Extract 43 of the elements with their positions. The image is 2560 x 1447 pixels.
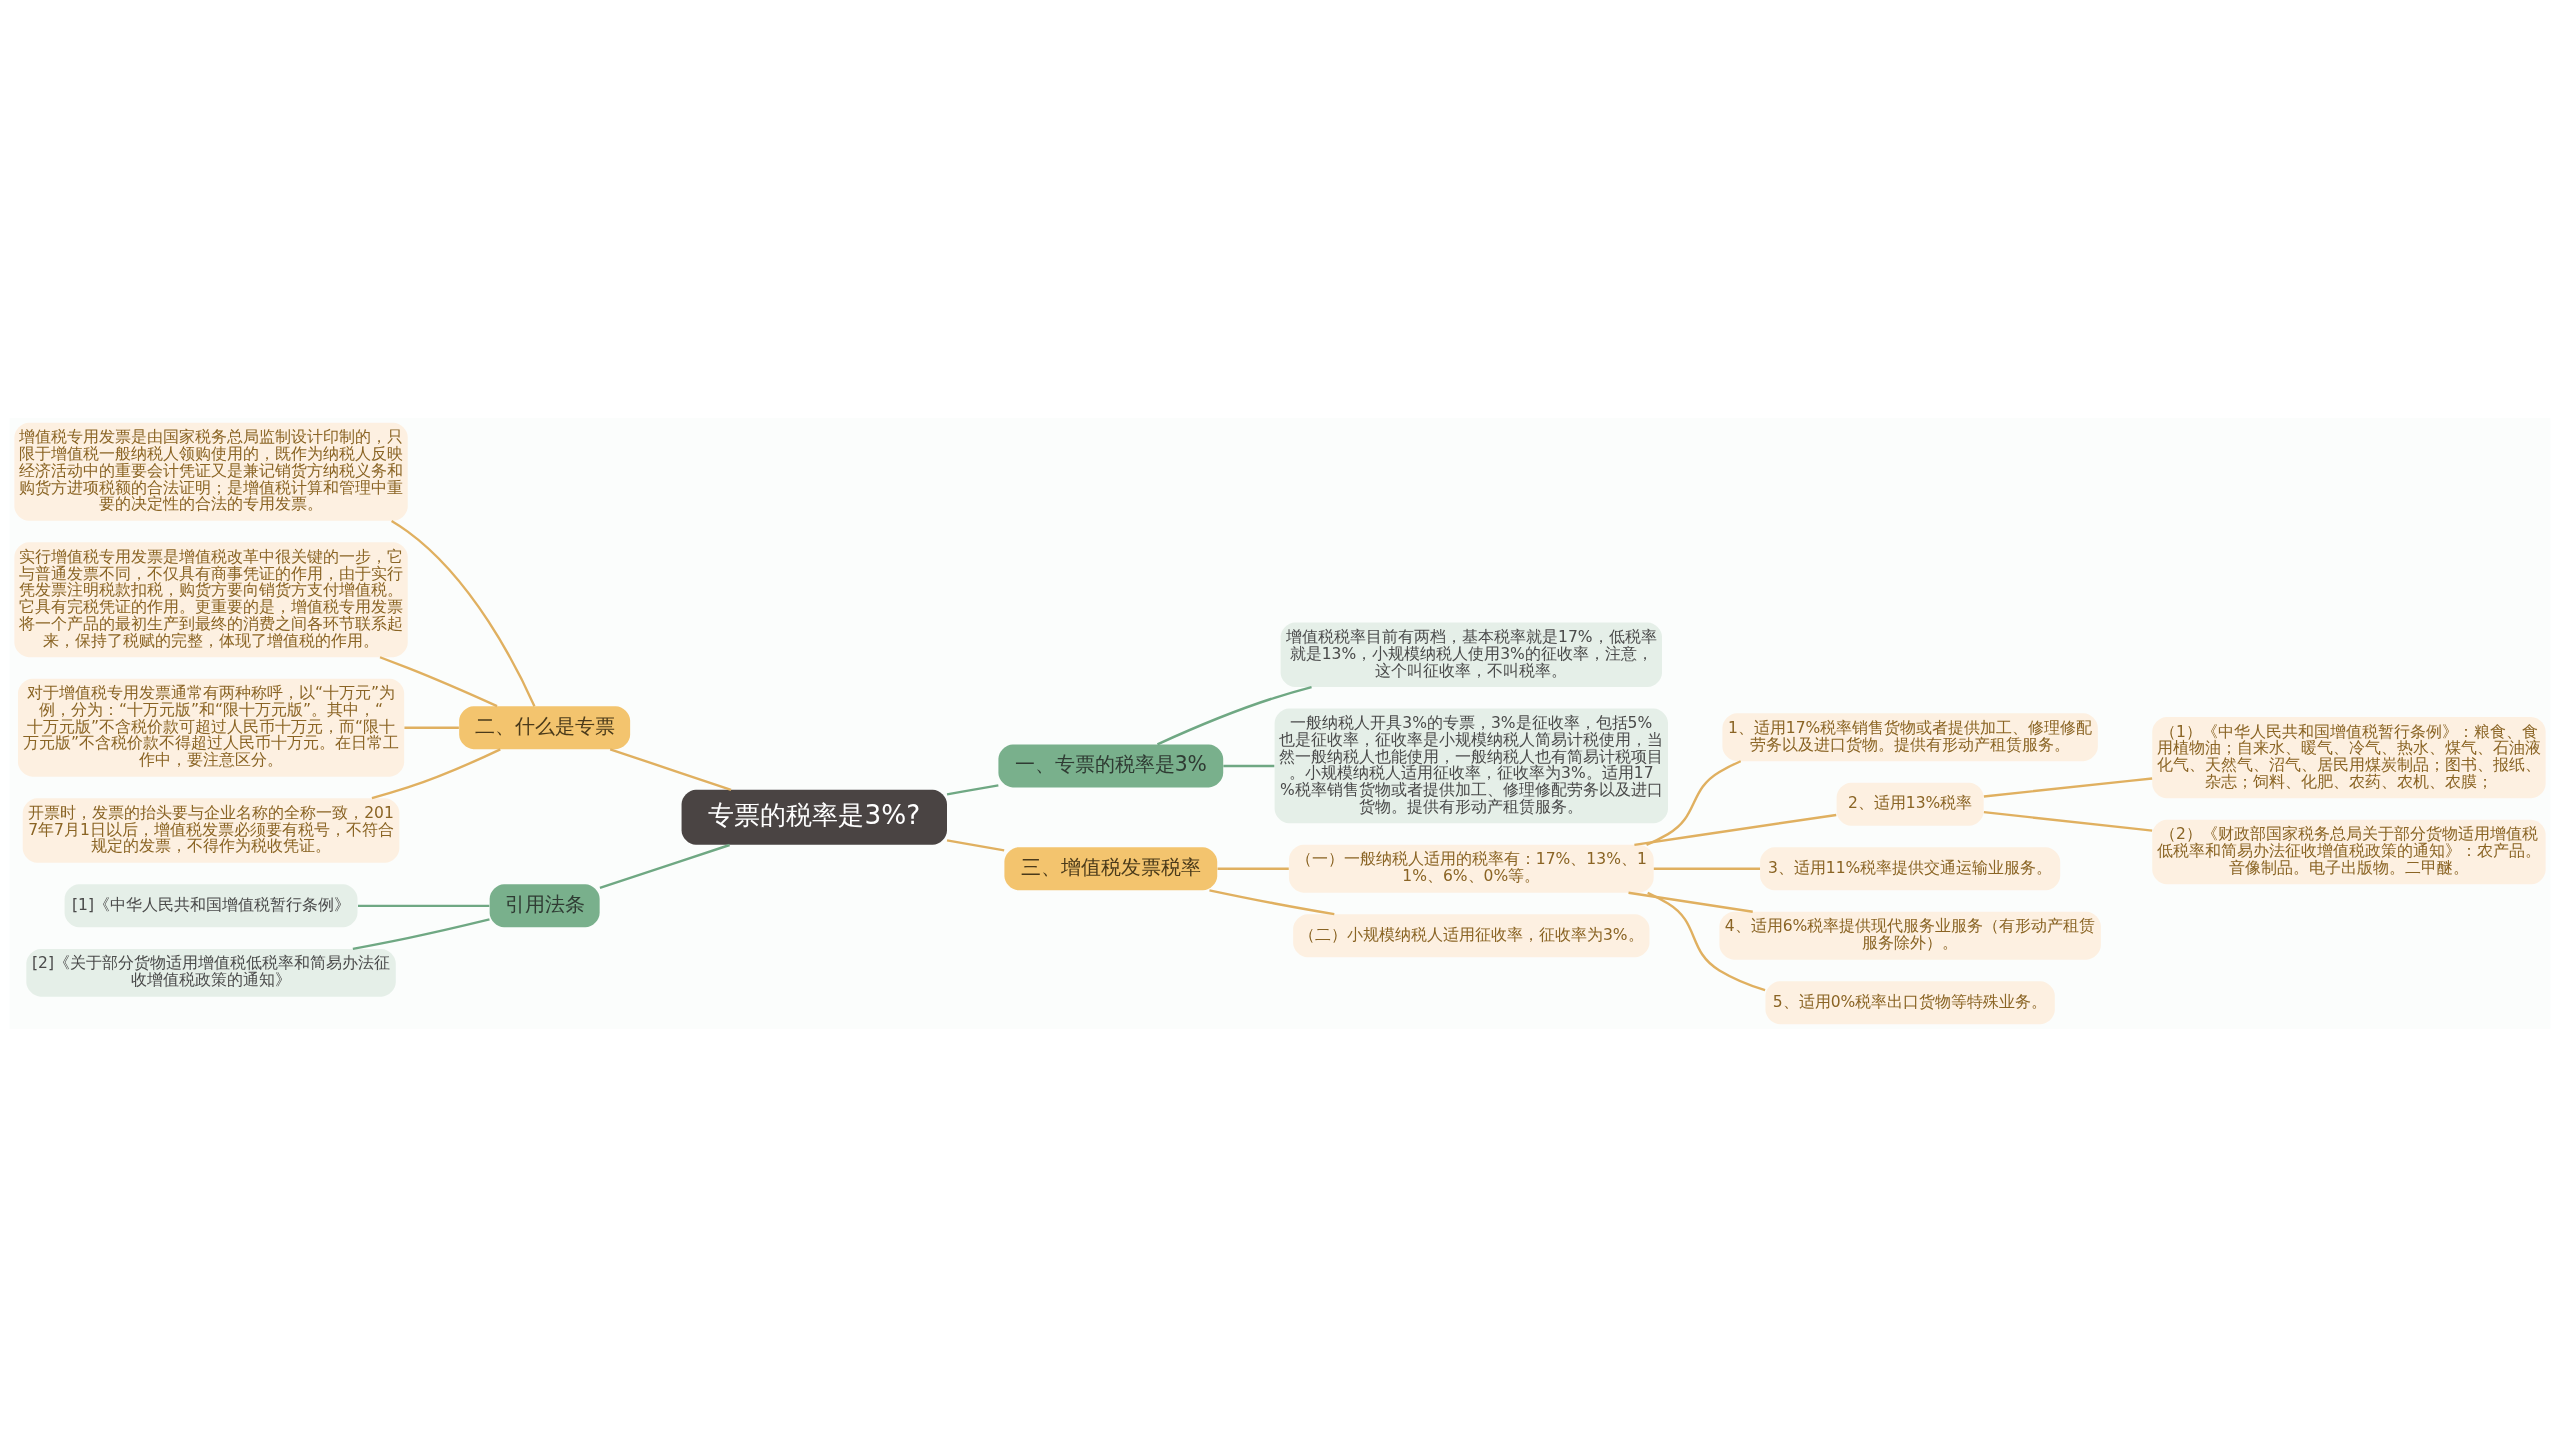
connector [1209,889,1335,916]
node-box: [1]《中华人民共和国增值税暂行条例》 [64,884,358,928]
node-box: 3、适用11%税率提供交通运输业服务。 [1760,847,2061,891]
connector [1223,764,1275,768]
connector [946,784,999,796]
node-box: 实行增值税专用发票是增值税改革中很关键的一步，它与普通发票不同，不仅具有商事凭证的作用，由于实行凭发票注明税款扣税，购货方要向销货方支付增值税。它具有完税凭证的作用。更重要的是，增值税专用发票将一个产品的最初生产到最终的消费之间各环节联系起来，保持了税赋的完整，体现了增值税的作用。 [14,542,408,658]
node-box: 2、适用13%税率 [1836,782,1984,826]
node-box: 4、适用6%税率提供现代服务业服务（有形动产租赁服务除外）。 [1719,911,2101,960]
connector [379,656,498,708]
connector [358,904,490,908]
node-box: 专票的税率是3%? [681,789,947,845]
node-box: 5、适用0%税率出口货物等特殊业务。 [1765,981,2055,1025]
connector [609,748,732,791]
node-box: （二）小规模纳税人适用征收率，征收率为3%。 [1293,914,1650,958]
node-box: 引用法条 [489,884,600,928]
connector [352,918,490,951]
node-box: 一般纳税人开具3%的专票，3%是征收率，包括5%也是征收率，征收率是小规模纳税人简易计税使用，当然一般纳税人也能使用，一般纳税人也有简易计税项目。小规模纳税人适用征收率，征收率为3%。适用17%税率销售货物或者提供加工、修理修配劳务以及进口货物。提供有形动产租赁服务。 [1274,708,1668,824]
connector [371,748,501,800]
node-box: （一）一般纳税人适用的税率有：17%、13%、11%、6%、0%等。 [1288,844,1654,893]
connector [1628,891,1753,913]
node-box: 一、专票的税率是3% [998,744,1224,788]
connector [946,839,1005,852]
node-box: （2）《财政部国家税务总局关于部分货物适用增值税低税率和简易办法征收增值税政策的通知》：农产品。音像制品。电子出版物。二甲醚。 [2152,819,2546,885]
node-box: [2]《关于部分货物适用增值税低税率和简易办法征收增值税政策的通知》 [26,948,396,997]
node-box: 开票时，发票的抬头要与企业名称的全称一致，2017年7月1日以后，增值税发票必须要有税号，不符合规定的发票，不得作为税收凭证。 [22,798,400,863]
connector [1983,777,2153,798]
node-box: （1）《中华人民共和国增值税暂行条例》：粮食、食用植物油；自来水、暖气、冷气、热水、煤气、石油液化气、天然气、沼气、居民用煤炭制品；图书、报纸、杂志；饲料、化肥、农药、农机、农膜； [2152,716,2546,799]
node-box: 增值税专用发票是由国家税务总局监制设计印制的，只限于增值税一般纳税人领购使用的，既作为纳税人反映经济活动中的重要会计凭证又是兼记销货方纳税义务和购货方进项税额的合法证明；是增值税计算和管理中重要的决定性的合法的专用发票。 [14,422,408,521]
connector [1983,810,2153,832]
node-box: 1、适用17%税率销售货物或者提供加工、修理修配劳务以及进口货物。提供有形动产租赁服务。 [1722,713,2098,762]
connector [1156,685,1312,746]
connector [1646,760,1742,846]
node-box: 二、什么是专票 [459,706,631,750]
connector [1647,891,1766,992]
node-box: 三、增值税发票税率 [1004,847,1218,891]
node-box: 对于增值税专用发票通常有两种称呼，以“十万元”为例，分为：“十万元版”和“限十万元版”。其中，“十万元版”不含税价款可超过人民币十万元，而“限十万元版”不含税价款不得超过人民币十万元。在日常工作中，要注意区分。 [17,678,405,777]
connector [1653,867,1760,870]
node-box: 增值税税率目前有两档，基本税率就是17%，低税率就是13%，小规模纳税人使用3%的征收率，注意，这个叫征收率，不叫税率。 [1280,622,1662,688]
connector [1217,867,1289,870]
connector [391,519,536,707]
connector [1634,813,1837,846]
connector [404,726,459,729]
connector [599,843,730,890]
